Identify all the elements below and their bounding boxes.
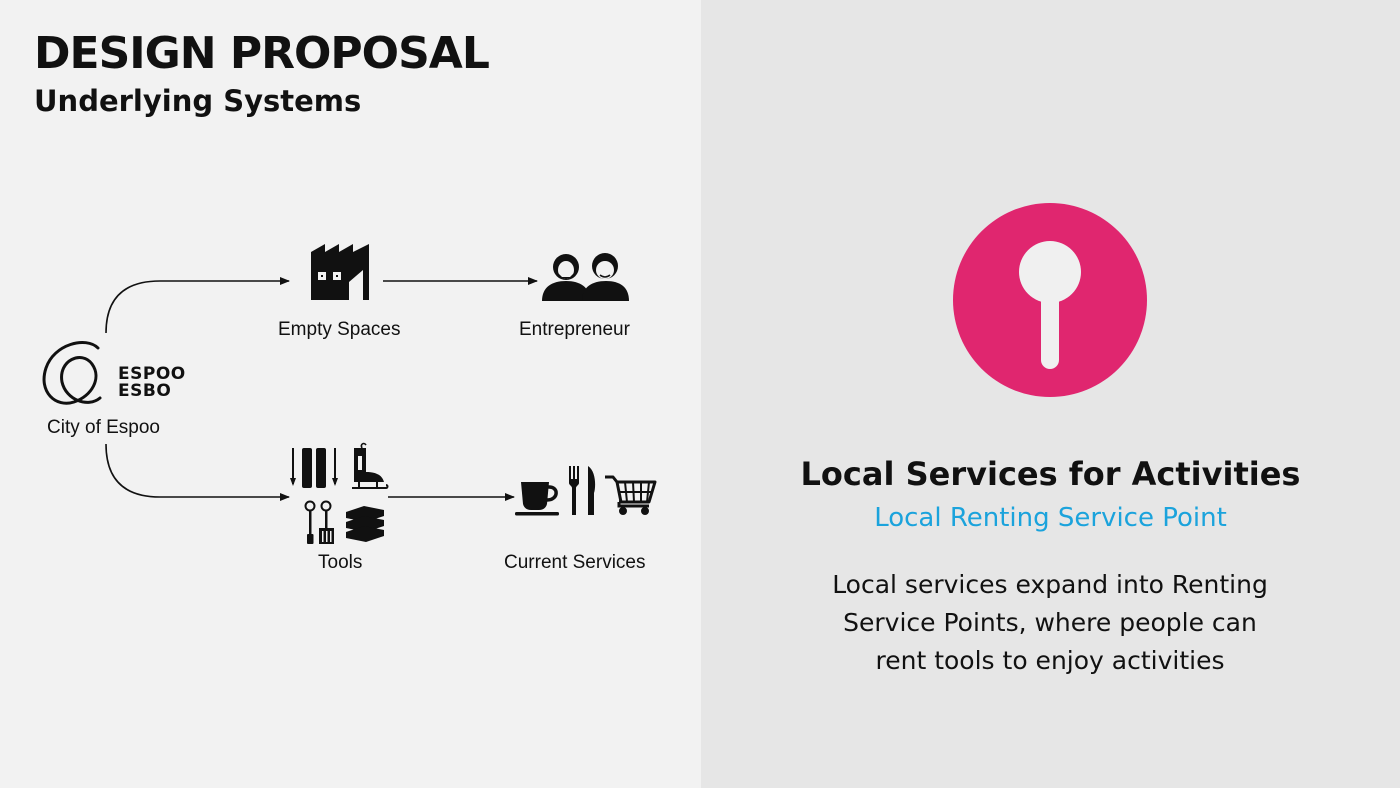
factory-icon <box>311 244 369 300</box>
ski-poles-icon <box>290 448 338 488</box>
edge-city-tools <box>105 443 290 501</box>
page-title: DESIGN PROPOSAL <box>34 28 490 79</box>
diagram-panel <box>0 0 701 788</box>
fork-knife-icon <box>569 466 596 515</box>
tools-label: Tools <box>318 552 363 573</box>
edge-city-empty-spaces <box>105 277 290 334</box>
garden-tools-icon <box>304 500 334 544</box>
entrepreneur-label: Entrepreneur <box>519 319 630 340</box>
logo-line-espoo: ESPOO <box>118 364 186 384</box>
espoo-logo-icon <box>42 341 102 405</box>
city-label: City of Espoo <box>47 417 160 438</box>
current-services-label: Current Services <box>504 552 646 573</box>
ice-skate-icon <box>352 442 389 489</box>
page-subtitle: Underlying Systems <box>34 84 362 118</box>
map-pin-icon <box>953 203 1147 397</box>
empty-spaces-label: Empty Spaces <box>278 319 401 340</box>
people-icon <box>542 253 629 301</box>
shopping-cart-icon <box>605 475 657 515</box>
detail-subtitle: Local Renting Service Point <box>874 503 1227 533</box>
coffee-cup-icon <box>515 482 559 516</box>
flow-arrows <box>105 277 538 501</box>
espoo-logo-text: ESPOO ESBO <box>118 366 186 400</box>
logo-line-esbo: ESBO <box>118 381 172 401</box>
detail-description: Local services expand into Renting Servi… <box>832 570 1268 675</box>
stacked-mats-icon <box>346 506 384 542</box>
detail-title: Local Services for Activities <box>800 455 1301 493</box>
